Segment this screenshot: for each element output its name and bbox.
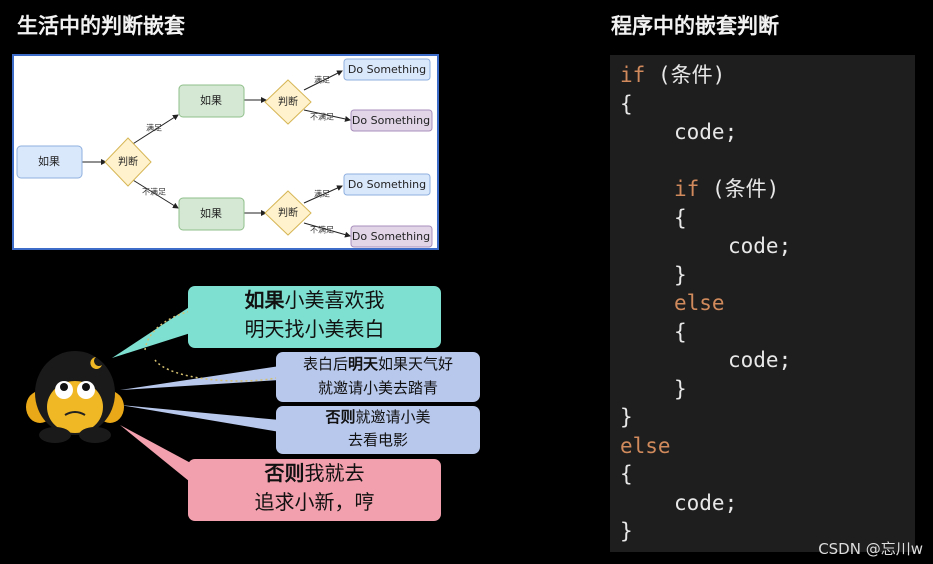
code-line: } [674, 263, 687, 287]
node-bottom-if [178, 197, 245, 231]
node-action-1 [343, 58, 431, 81]
bubble-3-post: 就邀请小美 [355, 408, 431, 426]
bubble-else-movie: 否则就邀请小美 去看电影 [276, 406, 480, 454]
code-line: } [620, 405, 633, 429]
code-text: { [620, 91, 633, 116]
bubble-4-line2: 追求小新，哼 [254, 490, 375, 514]
node-decision-2 [264, 79, 312, 125]
left-title: 生活中的判断嵌套 [17, 14, 185, 38]
edge-not-satisfy-bottom [127, 176, 179, 209]
code-line: { [674, 320, 687, 344]
code-text: { [674, 319, 687, 344]
watermark: CSDN @忘川w [818, 540, 923, 558]
bubble-2-post: 如果天气好 [378, 355, 454, 373]
node-decision-3 [264, 190, 312, 236]
code-keyword: if [674, 177, 700, 201]
bubble-else-xiaoxin: 否则我就去 追求小新，哼 [188, 459, 441, 521]
code-text: code; [674, 120, 738, 144]
code-line: code; [728, 348, 791, 372]
edge-top-not-satisfy [303, 109, 351, 122]
code-text: code; [674, 490, 738, 515]
monkey-mascot-icon [26, 351, 124, 443]
right-title: 程序中的嵌套判断 [611, 14, 779, 38]
code-line: } [620, 519, 633, 543]
code-line: { [620, 92, 633, 116]
bubble-2-pre: 表白后 [302, 355, 348, 373]
code-line: code; [674, 120, 737, 144]
edge-bottom-not-satisfy [303, 222, 351, 238]
label-satisfy-2: 满足 [314, 75, 330, 85]
label-not-satisfy-1: 不满足 [142, 187, 166, 197]
code-line: code; [674, 491, 737, 515]
code-line: else [674, 291, 725, 315]
node-action-2 [350, 109, 433, 132]
bubble-if-weather-good: 表白后明天如果天气好 就邀请小美去踏青 [276, 352, 480, 402]
code-text: } [620, 405, 633, 429]
node-bottom-if-text: 如果 [200, 206, 222, 220]
connector-b4 [120, 425, 200, 490]
code-line: else [620, 434, 671, 458]
label-not-satisfy-3: 不满足 [310, 225, 334, 235]
code-text: { [620, 462, 633, 486]
code-text: } [674, 376, 687, 401]
edge-satisfy-top [127, 114, 179, 148]
code-line: { [674, 206, 687, 230]
code-line: } [674, 377, 687, 401]
node-decision-1 [104, 137, 152, 187]
bubble-1-bold: 如果 [244, 288, 285, 312]
code-text: (条件) [645, 63, 726, 87]
label-not-satisfy-2: 不满足 [310, 112, 334, 122]
code-text: code; [728, 234, 792, 258]
connector-b2 [120, 366, 280, 390]
node-action-4 [350, 225, 433, 248]
bubble-1-text: 小美喜欢我 [284, 288, 385, 312]
node-decision-3-text: 判断 [278, 206, 298, 219]
flowchart-panel: 满足 不满足 满足 不满足 满足 不满足 如果 判断 如果 如果 判断 判断 D… [12, 54, 439, 250]
node-top-if [178, 84, 245, 118]
bubble-1-line2: 明天找小美表白 [244, 317, 385, 341]
node-action-4-text: Do Something [352, 230, 430, 243]
node-action-1-text: Do Something [348, 63, 426, 76]
code-keyword: if [620, 63, 646, 87]
code-line: if (条件) [674, 177, 779, 201]
bubble-2-line2: 就邀请小美去踏青 [317, 379, 438, 397]
node-root-text: 如果 [38, 154, 60, 168]
connector-b3 [120, 405, 280, 432]
code-line: if (条件) [620, 63, 725, 87]
code-text: } [674, 262, 687, 287]
node-decision-2-text: 判断 [278, 95, 298, 108]
bubble-4-post: 我就去 [304, 461, 365, 485]
node-top-if-text: 如果 [200, 93, 222, 107]
node-action-3 [343, 173, 431, 196]
node-action-3-text: Do Something [348, 178, 426, 191]
bubble-3-bold: 否则 [325, 408, 356, 426]
code-text: code; [728, 348, 792, 372]
code-text: } [620, 519, 633, 543]
code-line: code; [728, 234, 791, 258]
edge-bottom-satisfy [303, 185, 343, 204]
flowchart-svg: 满足 不满足 满足 不满足 满足 不满足 如果 判断 如果 如果 判断 判断 D… [16, 58, 433, 248]
node-root [16, 145, 83, 179]
code-line: { [620, 462, 633, 486]
code-keyword: else [620, 433, 671, 458]
node-decision-1-text: 判断 [118, 155, 138, 168]
label-satisfy-1: 满足 [146, 123, 162, 133]
code-keyword: else [674, 291, 725, 315]
bubble-3-line2: 去看电影 [347, 431, 408, 449]
code-text: { [674, 205, 687, 230]
bubble-2-bold: 明天 [347, 355, 378, 373]
bubble-if-likes-me: 如果小美喜欢我 明天找小美表白 [188, 286, 441, 348]
edge-top-satisfy [303, 70, 343, 91]
bubble-4-bold: 否则 [264, 461, 305, 485]
label-satisfy-3: 满足 [314, 189, 330, 199]
code-panel: if (条件) { code; if (条件) { code;} else { code;}} e… [610, 55, 915, 552]
code-text: (条件) [699, 177, 780, 201]
node-action-2-text: Do Something [352, 114, 430, 127]
